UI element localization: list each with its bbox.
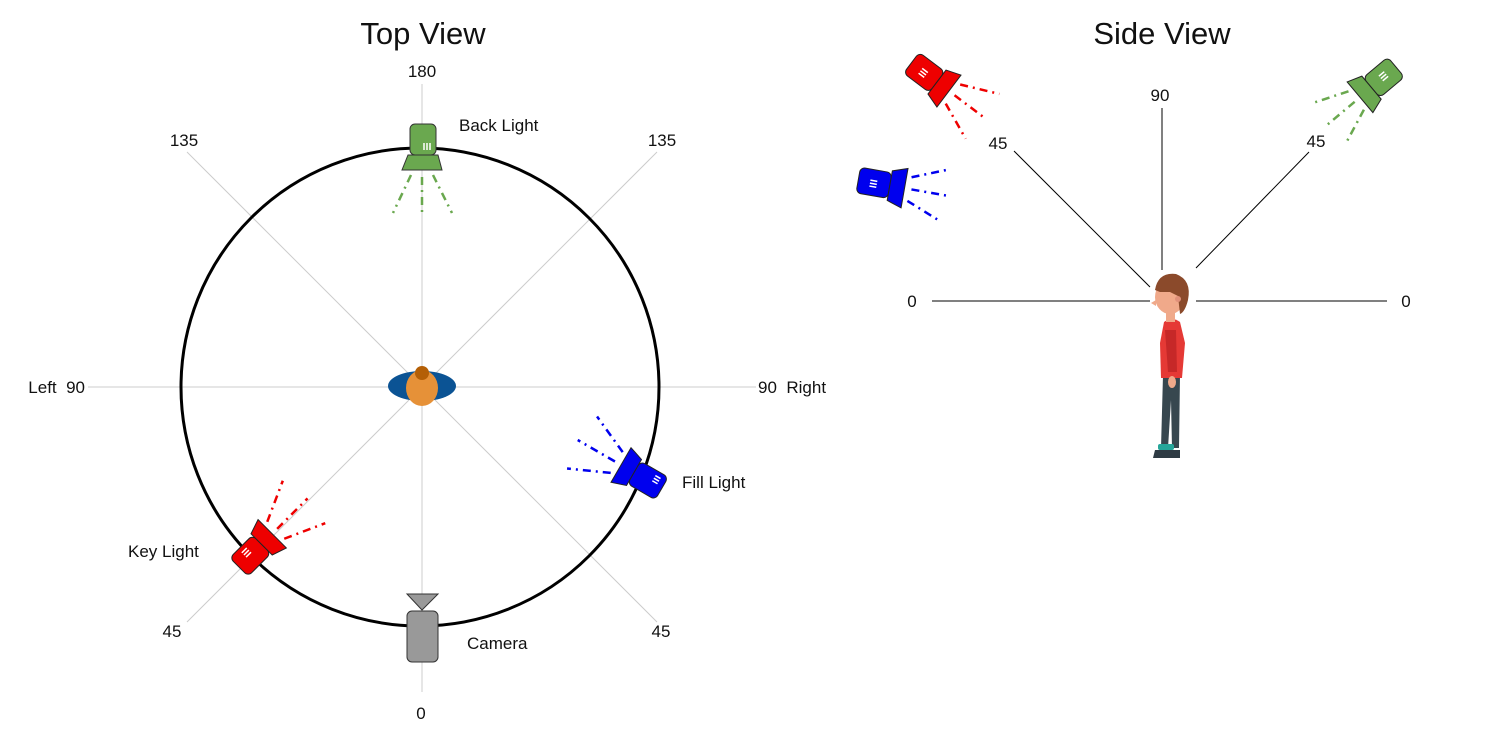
fill-light-icon: [566, 415, 667, 499]
side-angle-label-45-left: 45: [989, 134, 1008, 153]
person-side-view: [1151, 273, 1189, 458]
side-back-light-icon: [1312, 58, 1403, 144]
top-view: Top View 180 135 135 Left 90 90 Right 45…: [28, 16, 826, 723]
person-nose: [1151, 300, 1156, 306]
side-view-title: Side View: [1093, 16, 1231, 51]
angle-label-0: 0: [416, 704, 425, 723]
camera-icon: [405, 593, 440, 663]
person-neck: [1166, 308, 1175, 322]
person-pants: [1161, 375, 1180, 448]
side-angle-label-90: 90: [1151, 86, 1170, 105]
angle-label-45-left: 45: [163, 622, 182, 641]
back-light-label: Back Light: [459, 116, 539, 135]
angle-label-135-left: 135: [170, 131, 198, 150]
person-hair: [1155, 273, 1189, 314]
camera-label: Camera: [467, 634, 528, 653]
person-arm: [1165, 330, 1177, 372]
person-shoes: [1153, 450, 1180, 458]
subject-hair: [415, 366, 429, 380]
side-guide-right-diagonal: [1195, 151, 1310, 269]
angle-label-45-right: 45: [652, 622, 671, 641]
key-light-label: Key Light: [128, 542, 199, 561]
angle-label-180: 180: [408, 62, 436, 81]
fill-light-label: Fill Light: [682, 473, 746, 492]
angle-label-90-right: 90 Right: [758, 378, 826, 397]
side-view: Side View 0 0 45 45 90: [856, 16, 1411, 458]
person-socks: [1158, 444, 1174, 450]
back-light-icon: [391, 123, 454, 215]
angle-label-135-right: 135: [648, 131, 676, 150]
side-angle-label-0-left: 0: [907, 292, 916, 311]
side-view-guide-lines: [932, 108, 1387, 302]
side-angle-label-0-right: 0: [1401, 292, 1410, 311]
side-key-light-icon: [905, 53, 1000, 140]
subject-top-view: [388, 366, 456, 406]
side-guide-left-diagonal: [1013, 150, 1151, 288]
side-fill-light-icon: [856, 167, 949, 222]
person-hand: [1168, 376, 1176, 388]
key-light-icon: [231, 480, 326, 575]
person-ear: [1175, 296, 1181, 302]
angle-label-left-90: Left 90: [28, 378, 85, 397]
top-view-title: Top View: [360, 16, 486, 51]
side-angle-label-45-right: 45: [1307, 132, 1326, 151]
subject-head: [406, 370, 438, 406]
